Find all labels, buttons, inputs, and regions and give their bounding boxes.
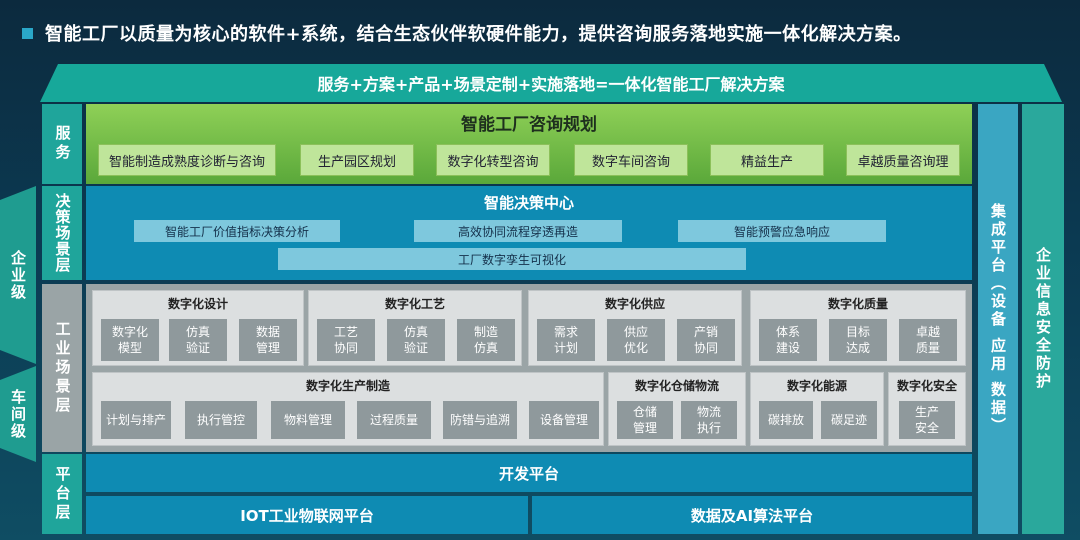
consulting-item-park: 生产园区规划 — [300, 144, 414, 176]
enterprise-level-label: 企业级 — [0, 186, 36, 364]
panel-digital-quality: 数字化质量 体系 建设 目标 达成 卓越 质量 — [750, 290, 966, 366]
consulting-item-workshop: 数字车间咨询 — [574, 144, 688, 176]
energy-item-emission: 碳排放 — [759, 401, 813, 439]
energy-item-footprint: 碳足迹 — [821, 401, 877, 439]
process-item-collab: 工艺 协同 — [317, 319, 375, 361]
panel-digital-energy: 数字化能源 碳排放 碳足迹 — [750, 372, 884, 446]
design-item-simulation: 仿真 验证 — [169, 319, 227, 361]
quality-item-system: 体系 建设 — [759, 319, 817, 361]
layer-label-industrial: 工业场景层 — [42, 284, 82, 452]
safety-item-production: 生产 安全 — [899, 401, 955, 439]
process-item-simulation: 仿真 验证 — [387, 319, 445, 361]
headline-text: 智能工厂以质量为核心的软件+系统，结合生态伙伴软硬件能力，提供咨询服务落地实施一… — [45, 24, 912, 45]
supply-item-sales: 产销 协同 — [677, 319, 735, 361]
dev-platform: 开发平台 — [86, 454, 972, 492]
page-headline: 智能工厂以质量为核心的软件+系统，结合生态伙伴软硬件能力，提供咨询服务落地实施一… — [22, 20, 912, 46]
consulting-title: 智能工厂咨询规划 — [461, 114, 597, 135]
workshop-level-label: 车间级 — [0, 366, 36, 462]
production-item-traceability: 防错与追溯 — [443, 401, 517, 439]
logistics-item-execution: 物流 执行 — [681, 401, 737, 439]
decision-center-section: 智能决策中心 智能工厂价值指标决策分析 高效协同流程穿透再造 智能预警应急响应 … — [86, 186, 972, 280]
decision-item-value-metrics: 智能工厂价值指标决策分析 — [134, 220, 340, 242]
panel-digital-logistics: 数字化仓储物流 仓储 管理 物流 执行 — [608, 372, 746, 446]
logistics-item-warehouse: 仓储 管理 — [617, 401, 673, 439]
consulting-item-transform: 数字化转型咨询 — [436, 144, 550, 176]
decision-item-digital-twin: 工厂数字孪生可视化 — [278, 248, 746, 270]
decision-item-collaboration: 高效协同流程穿透再造 — [414, 220, 622, 242]
industrial-section: 数字化设计 数字化 模型 仿真 验证 数据 管理 数字化工艺 工艺 协同 仿真 … — [86, 284, 972, 452]
panel-digital-production: 数字化生产制造 计划与排产 执行管控 物料管理 过程质量 防错与追溯 设备管理 — [92, 372, 604, 446]
panel-digital-design: 数字化设计 数字化 模型 仿真 验证 数据 管理 — [92, 290, 304, 366]
panel-digital-process: 数字化工艺 工艺 协同 仿真 验证 制造 仿真 — [308, 290, 522, 366]
enterprise-security: 企业信息安全防护 — [1022, 104, 1064, 534]
quality-item-target: 目标 达成 — [829, 319, 887, 361]
consulting-section: 智能工厂咨询规划 智能制造成熟度诊断与咨询 生产园区规划 数字化转型咨询 数字车… — [86, 104, 972, 184]
solution-banner: 服务+方案+产品+场景定制+实施落地=一体化智能工厂解决方案 — [40, 64, 1062, 102]
production-item-planning: 计划与排产 — [101, 401, 171, 439]
production-item-execution: 执行管控 — [185, 401, 257, 439]
supply-item-optimize: 供应 优化 — [607, 319, 665, 361]
layer-label-platform: 平台层 — [42, 454, 82, 534]
production-item-material: 物料管理 — [271, 401, 345, 439]
consulting-item-maturity: 智能制造成熟度诊断与咨询 — [98, 144, 276, 176]
bullet-icon — [22, 27, 33, 39]
integration-platform: 集成平台（设备 应用 数据） — [978, 104, 1018, 534]
layer-label-decision: 决策场景层 — [42, 186, 82, 280]
decision-item-warning: 智能预警应急响应 — [678, 220, 886, 242]
process-item-manufacture: 制造 仿真 — [457, 319, 515, 361]
decision-center-title: 智能决策中心 — [483, 193, 574, 212]
production-item-equipment: 设备管理 — [529, 401, 599, 439]
supply-item-demand: 需求 计划 — [537, 319, 595, 361]
consulting-item-quality: 卓越质量咨询理 — [846, 144, 960, 176]
panel-digital-supply: 数字化供应 需求 计划 供应 优化 产销 协同 — [528, 290, 742, 366]
iot-platform: IOT工业物联网平台 — [86, 496, 528, 534]
banner-text: 服务+方案+产品+场景定制+实施落地=一体化智能工厂解决方案 — [317, 75, 785, 94]
panel-digital-safety: 数字化安全 生产 安全 — [888, 372, 966, 446]
quality-item-excellence: 卓越 质量 — [899, 319, 957, 361]
design-item-data: 数据 管理 — [239, 319, 297, 361]
layer-label-service: 服务 — [42, 104, 82, 184]
consulting-item-lean: 精益生产 — [710, 144, 824, 176]
design-item-model: 数字化 模型 — [101, 319, 159, 361]
production-item-process-quality: 过程质量 — [357, 401, 431, 439]
data-ai-platform: 数据及AI算法平台 — [532, 496, 972, 534]
